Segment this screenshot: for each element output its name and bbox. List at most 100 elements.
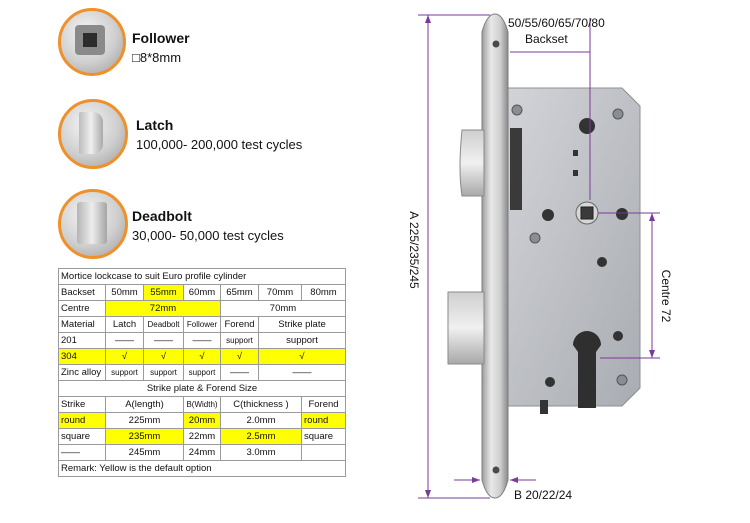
size-header-cell: B(Width) [183, 396, 221, 413]
table-row: 201 —— —— —— support support [58, 332, 347, 349]
centre-row-label: Centre [58, 300, 106, 317]
material-cell: support [105, 364, 144, 381]
case-slot [573, 170, 578, 176]
table-row: Strike plate & Forend Size [57, 380, 347, 397]
case-screw [612, 108, 624, 120]
table-row: —— 245mm 24mm 3.0mm [58, 444, 347, 461]
size-cell: round [300, 412, 347, 429]
deadbolt-desc: 30,000- 50,000 test cycles [132, 228, 284, 243]
material-cell: √ [105, 348, 144, 365]
size-cell: 2.0mm [220, 412, 302, 429]
size-cell: 24mm [183, 444, 221, 461]
case-slot [540, 400, 548, 414]
table-row: Centre 72mm 70mm [58, 300, 347, 317]
size-header-cell: Strike [58, 396, 106, 413]
size-cell: 2.5mm [220, 428, 302, 445]
table-row: Mortice lockcase to suit Euro profile cy… [57, 268, 347, 285]
material-cell: 201 [58, 332, 106, 349]
material-cell: —— [143, 332, 184, 349]
case-slot [573, 150, 578, 156]
material-cell: support [220, 332, 259, 349]
table-row: 304 √ √ √ √ √ [58, 348, 347, 365]
size-cell: 20mm [183, 412, 221, 429]
centre-dimension-label: Centre 72 [659, 269, 673, 323]
deadbolt-photo [58, 189, 128, 259]
material-cell: support [143, 364, 184, 381]
material-header-cell: Forend [220, 316, 259, 333]
case-hole [545, 377, 555, 387]
table-row: Strike A(length) B(Width) C(thickness ) … [58, 396, 347, 413]
deadbolt-bolt [447, 291, 485, 365]
backset-cell: 60mm [183, 284, 221, 301]
material-header-cell: Follower [183, 316, 221, 333]
size-cell: 3.0mm [220, 444, 302, 461]
follower-desc: □8*8mm [132, 50, 182, 65]
size-cell: square [58, 428, 106, 445]
follower-photo [58, 8, 126, 76]
b-dimension-label: B 20/22/24 [514, 488, 573, 502]
material-cell: —— [183, 332, 221, 349]
material-cell: √ [143, 348, 184, 365]
table-row: Zinc alloy support support support —— —— [58, 364, 347, 381]
table-row: Backset 50mm 55mm 60mm 65mm 70mm 80mm [58, 284, 347, 301]
size-cell: 225mm [105, 412, 184, 429]
case-screw [616, 374, 628, 386]
backset-values-label: 50/55/60/65/70/80 [508, 16, 605, 30]
forend-plate [481, 13, 509, 499]
material-header-cell: Latch [105, 316, 144, 333]
material-cell: √ [257, 348, 347, 365]
material-cell: —— [105, 332, 144, 349]
table-row: round 225mm 20mm 2.0mm round [58, 412, 347, 429]
dimension-lines [418, 14, 660, 499]
size-cell [300, 444, 347, 461]
table-row: Material Latch Deadbolt Follower Forend … [58, 316, 347, 333]
backset-label: Backset [525, 32, 568, 46]
material-header-cell: Strike plate [257, 316, 347, 333]
material-cell: —— [220, 364, 259, 381]
lockcase-diagram [418, 13, 660, 499]
backset-cell: 65mm [220, 284, 259, 301]
case-hole [597, 257, 607, 267]
latch-bolt [459, 129, 485, 197]
remark: Remark: Yellow is the default option [57, 460, 347, 477]
forend-screw-hole [492, 466, 500, 474]
backset-cell: 80mm [300, 284, 347, 301]
size-cell: 22mm [183, 428, 221, 445]
table-row: square 235mm 22mm 2.5mm square [58, 428, 347, 445]
material-header-cell: Deadbolt [143, 316, 184, 333]
table-row: Remark: Yellow is the default option [57, 460, 347, 477]
size-title: Strike plate & Forend Size [57, 380, 347, 397]
follower-square [580, 206, 594, 220]
size-cell: —— [58, 444, 106, 461]
spec-table: Mortice lockcase to suit Euro profile cy… [57, 268, 347, 477]
size-header-cell: C(thickness ) [220, 396, 302, 413]
size-cell: 235mm [105, 428, 184, 445]
latch-slot [510, 128, 522, 210]
forend-screw-hole [492, 40, 500, 48]
material-cell: √ [183, 348, 221, 365]
material-cell: Zinc alloy [58, 364, 106, 381]
dimension-arrows [425, 15, 655, 498]
material-cell: support [183, 364, 221, 381]
spec-title: Mortice lockcase to suit Euro profile cy… [57, 268, 347, 285]
backset-cell: 70mm [258, 284, 302, 301]
size-cell: square [300, 428, 347, 445]
deadbolt-title: Deadbolt [132, 208, 192, 224]
size-cell: 245mm [105, 444, 184, 461]
latch-desc: 100,000- 200,000 test cycles [136, 137, 303, 152]
latch-title: Latch [136, 117, 174, 133]
backset-cell: 55mm [143, 284, 184, 301]
case-hole [542, 209, 554, 221]
case-hole [616, 208, 628, 220]
size-header-cell: A(length) [105, 396, 184, 413]
material-cell: 304 [58, 348, 106, 365]
case-hole [613, 331, 623, 341]
material-cell: support [257, 332, 347, 349]
case-screw [511, 104, 523, 116]
material-cell: —— [257, 364, 347, 381]
a-dimension-label: A 225/235/245 [407, 211, 421, 289]
backset-cell: 50mm [105, 284, 144, 301]
centre-cell: 72mm [105, 300, 221, 317]
latch-photo [58, 99, 128, 169]
case-hole [579, 118, 595, 134]
